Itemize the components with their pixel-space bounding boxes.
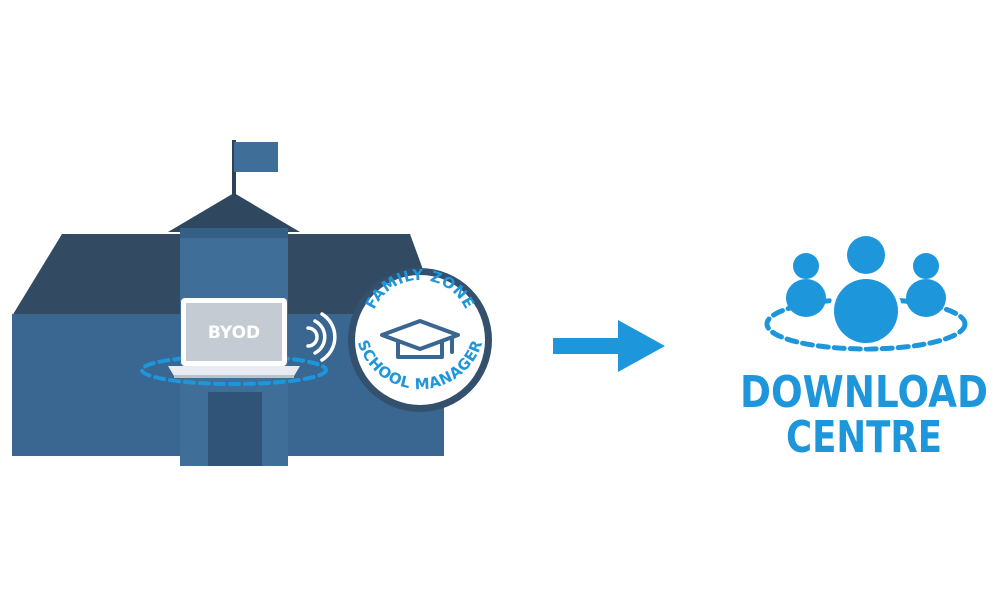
laptop-label: BYOD (208, 323, 260, 343)
laptop-base (168, 366, 300, 376)
download-centre-line1: DOWNLOAD (740, 367, 988, 418)
school-door (208, 392, 262, 466)
right-arrow-icon (553, 320, 665, 372)
person-left-body (786, 279, 826, 317)
flag (234, 142, 278, 172)
laptop-screen (186, 303, 282, 361)
tower-roof (168, 193, 300, 232)
wireless-signal-icon (306, 312, 337, 362)
person-centre-body (834, 279, 898, 343)
family-zone-badge: FAMILY ZONE SCHOOL MANAGER (348, 266, 492, 412)
graduation-cap-icon (380, 319, 460, 359)
person-right-head (913, 253, 939, 279)
person-centre-head (847, 236, 885, 274)
laptop-icon (168, 298, 300, 378)
download-centre-line2: CENTRE (786, 412, 942, 463)
person-left-head (793, 253, 819, 279)
laptop-base-edge (174, 375, 294, 378)
person-right-body (906, 279, 946, 317)
people-group-icon (764, 233, 968, 352)
badge-face (355, 275, 485, 405)
tower-shadow (180, 228, 288, 238)
